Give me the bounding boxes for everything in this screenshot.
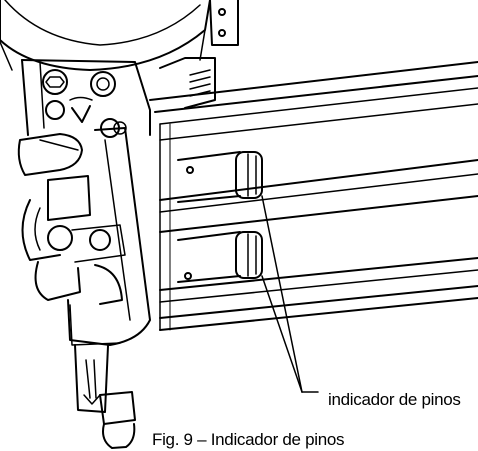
- callout-label: indicador de pinos: [328, 390, 461, 409]
- spring-mechanism: [159, 57, 216, 109]
- nose-housing: [21, 59, 151, 138]
- latch-assembly: [17, 133, 126, 305]
- figure-caption: Fig. 9 – Indicador de pinos: [152, 430, 345, 449]
- pin-indicator-windows: [177, 151, 263, 283]
- callout-leader-lines: [261, 195, 319, 393]
- nose-piece: [67, 127, 151, 449]
- magazine-rails: [149, 61, 478, 331]
- motor-housing: [0, 0, 239, 71]
